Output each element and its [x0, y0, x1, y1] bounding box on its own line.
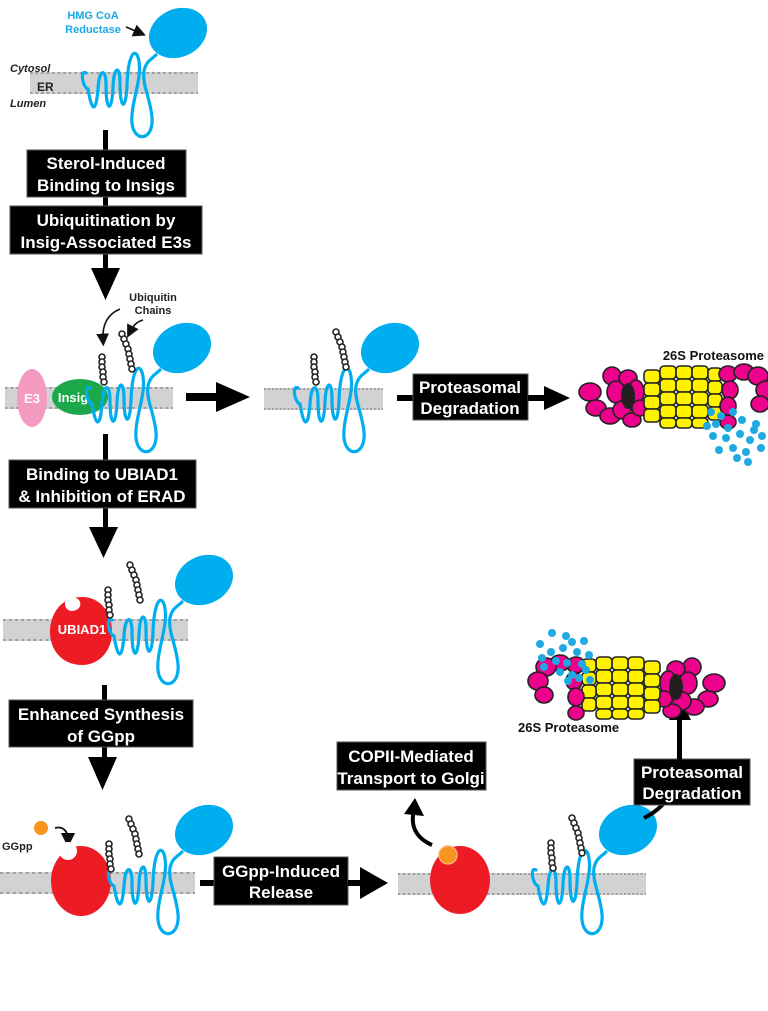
- step-sterol-induced-binding: Sterol-Induced Binding to Insigs: [26, 149, 187, 198]
- ubiquitin-pointer-arrow: [96, 308, 121, 347]
- reductase-pointer-arrow: [125, 24, 146, 37]
- peptide-fragments: [536, 629, 594, 685]
- ubiquitin-chain: [568, 814, 586, 857]
- ggpp-binding-pocket: [59, 842, 77, 860]
- cytosol-label: Cytosol: [10, 63, 51, 75]
- degradation-top-line1: Proteasomal: [419, 378, 521, 397]
- reductase-label-line1: HMG CoA: [67, 10, 118, 22]
- degradation-bottom-line1: Proteasomal: [641, 763, 743, 782]
- ggpp-label: GGpp: [2, 841, 33, 853]
- ubiquitin-chain: [332, 328, 350, 371]
- step-copii-line1: COPII-Mediated: [348, 747, 474, 766]
- lumen-label: Lumen: [10, 98, 46, 110]
- ubiquitin-chain: [310, 353, 320, 386]
- insig-protein: [52, 379, 108, 415]
- step-sterol-line1: Sterol-Induced: [46, 154, 165, 173]
- step-ubiquitination-line2: Insig-Associated E3s: [20, 233, 191, 252]
- ubiquitin-chain: [118, 330, 136, 373]
- ggpp-molecule: [34, 821, 48, 835]
- proteasome-bottom-label: 26S Proteasome: [518, 720, 619, 735]
- panel-ggpp-binding: GGpp: [0, 793, 243, 936]
- step-enhanced-synthesis: Enhanced Synthesis of GGpp: [8, 699, 194, 748]
- step-release-line1: GGpp-Induced: [222, 862, 340, 881]
- insig-label: Insig: [58, 390, 88, 405]
- step-proteasomal-degradation-top: Proteasomal Degradation: [397, 373, 570, 421]
- arrow-down-1: [91, 268, 120, 300]
- proteasome-bottom: 26S Proteasome: [518, 629, 726, 735]
- ubiquitin-pointer-arrow: [127, 319, 144, 338]
- panel-reductase-initial: Cytosol ER Lumen HMG CoA Reductase: [10, 0, 217, 139]
- proteasome-top: 26S Proteasome: [578, 348, 768, 466]
- 26s-proteasome: [527, 654, 726, 721]
- panel-insig-complex: E3 Insig Ubiquitin Chains: [3, 292, 221, 454]
- step-ubiquitination-line1: Ubiquitination by: [37, 211, 176, 230]
- ubiquitin-chains-label-line1: Ubiquitin: [129, 292, 177, 304]
- step-copii-line2: Transport to Golgi: [337, 769, 484, 788]
- e3-label: E3: [24, 391, 40, 406]
- step-synthesis-line1: Enhanced Synthesis: [18, 705, 184, 724]
- panel-ubiad1-bound: UBIAD1: [1, 543, 243, 686]
- ubiquitin-chain: [125, 815, 143, 858]
- ubiquitin-chain: [547, 839, 557, 872]
- ubiquitin-chains-label-line2: Chains: [135, 305, 172, 317]
- ubiad1-protein: [50, 597, 112, 665]
- peptide-fragments: [703, 408, 766, 466]
- e3-ligase: [17, 369, 47, 427]
- degradation-bottom-line2: Degradation: [642, 784, 741, 803]
- step-ggpp-induced-release: GGpp-Induced Release: [200, 856, 388, 906]
- panel-released: [396, 793, 667, 936]
- degradation-top-line2: Degradation: [420, 399, 519, 418]
- connector-line: [103, 130, 108, 278]
- reductase-label-line2: Reductase: [65, 24, 121, 36]
- ggpp-molecule: [438, 845, 458, 865]
- step-release-line2: Release: [249, 883, 313, 902]
- arrow-right-1: [186, 382, 250, 412]
- step-ubiquitination: Ubiquitination by Insig-Associated E3s: [9, 205, 203, 255]
- ggpp-binding-arrow: [54, 826, 76, 848]
- ggpp-binding-pocket: [65, 597, 79, 611]
- step-copii-transport: COPII-Mediated Transport to Golgi: [336, 741, 487, 791]
- step-synthesis-line2: of GGpp: [67, 727, 135, 746]
- step-proteasomal-degradation-bottom: Proteasomal Degradation: [633, 697, 751, 820]
- ubiad1-protein: [51, 846, 111, 916]
- panel-ubiquitinated-reductase: [263, 311, 429, 454]
- arrow-down-3: [88, 757, 117, 790]
- proteasome-top-label: 26S Proteasome: [663, 348, 764, 363]
- step-sterol-line2: Binding to Insigs: [37, 176, 175, 195]
- step-ubiad1-line2: & Inhibition of ERAD: [18, 487, 185, 506]
- arrow-down-2: [89, 527, 118, 558]
- ubiquitin-chain: [126, 561, 144, 604]
- ubiad1-label: UBIAD1: [58, 622, 106, 637]
- er-label: ER: [37, 80, 54, 94]
- step-ubiad1-line1: Binding to UBIAD1: [26, 465, 178, 484]
- ubiquitin-chain: [98, 353, 108, 386]
- step-binding-ubiad1: Binding to UBIAD1 & Inhibition of ERAD: [8, 459, 197, 509]
